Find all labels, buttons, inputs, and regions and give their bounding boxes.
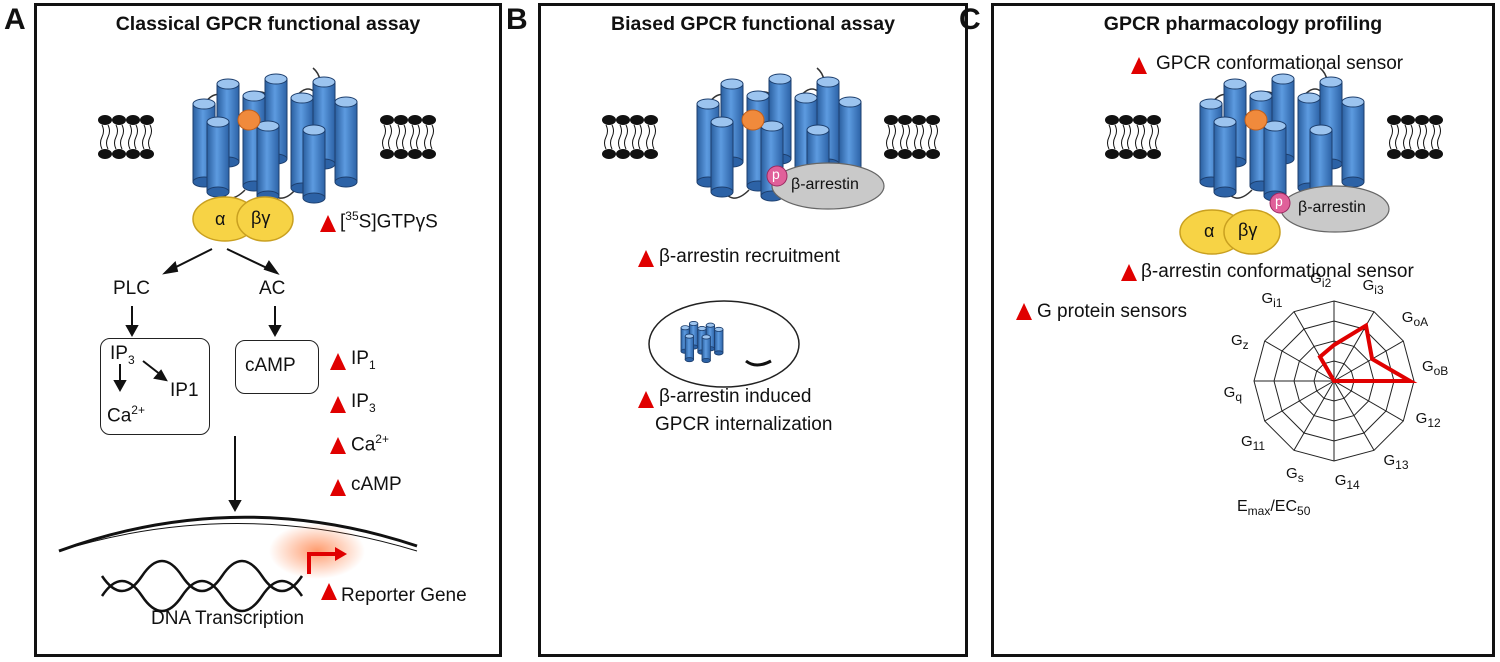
dna-transcription-graphic xyxy=(58,515,418,613)
marker-assay xyxy=(330,396,346,413)
radar-spoke xyxy=(1333,380,1404,422)
alpha-label-c: α xyxy=(1204,221,1215,241)
marker-arr-sensor xyxy=(1121,264,1137,281)
marker-assay xyxy=(330,479,346,496)
ca-label: Ca2+ xyxy=(107,403,145,427)
panel-c-title: GPCR pharmacology profiling xyxy=(1103,13,1383,35)
marker-g-sensors xyxy=(1016,303,1032,320)
radar-axis-label: GoB xyxy=(1421,357,1449,378)
gpcr-receptor-a xyxy=(98,67,436,204)
plc-label: PLC xyxy=(113,278,150,299)
radar-spoke xyxy=(1264,340,1335,382)
p-label-c: p xyxy=(1275,193,1283,209)
dna-label: DNA Transcription xyxy=(151,608,305,629)
panel-b-letter: B xyxy=(506,3,528,36)
radar-spoke xyxy=(1333,380,1375,451)
lipid-membrane xyxy=(602,115,940,159)
radar-axis-label: Gi3 xyxy=(1362,276,1384,297)
assay-label: cAMP xyxy=(351,474,402,495)
betagamma-label-c: βγ xyxy=(1238,220,1258,240)
lipid-membrane xyxy=(98,115,436,159)
g-sensors-label: G protein sensors xyxy=(1037,301,1187,322)
assay-label: Ca2+ xyxy=(351,432,389,456)
ip1-label: IP1 xyxy=(170,380,199,401)
panel-c-letter: C xyxy=(959,3,981,36)
radar-axis-label: Gi2 xyxy=(1310,269,1332,290)
radar-axis-label: Gz xyxy=(1230,331,1249,352)
radar-axis-label: Gq xyxy=(1223,384,1243,405)
radar-axis-label: Gs xyxy=(1286,465,1304,486)
marker-assay xyxy=(330,353,346,370)
camp-box xyxy=(235,340,319,394)
g-protein-a xyxy=(192,196,294,242)
arrestin-b xyxy=(766,162,885,210)
marker-gtp xyxy=(320,215,336,232)
intern-label-2: GPCR internalization xyxy=(655,414,833,435)
ip3-label: IP3 xyxy=(110,343,135,367)
ac-label: AC xyxy=(259,278,286,299)
marker-reporter xyxy=(321,583,337,600)
emax-ec50-label: Emax/EC50 xyxy=(1237,498,1311,519)
betagamma-label: βγ xyxy=(251,208,271,228)
panel-c-graphics xyxy=(1105,67,1443,462)
panel-a-graphics xyxy=(58,67,436,613)
radar-axis-label: G14 xyxy=(1334,472,1360,493)
radar-series xyxy=(1317,322,1418,383)
radar-spoke xyxy=(1293,380,1335,451)
marker-assay xyxy=(330,437,346,454)
marker-recruit xyxy=(638,250,654,267)
radar-axis-label: Gi1 xyxy=(1261,290,1283,311)
ip3-box xyxy=(100,338,210,435)
arrestin-c xyxy=(1269,185,1390,233)
radar-axis-label: G11 xyxy=(1240,433,1266,454)
marker-intern xyxy=(638,391,654,408)
gpcr-receptor-c xyxy=(1105,67,1443,204)
camp-label: cAMP xyxy=(245,355,296,376)
conf-sensor-label: GPCR conformational sensor xyxy=(1156,53,1404,74)
internalization-vesicle xyxy=(648,300,800,388)
alpha-label: α xyxy=(215,209,226,229)
reporter-label: Reporter Gene xyxy=(341,585,467,606)
arrestin-label-b: β-arrestin xyxy=(791,176,859,193)
assay-label: IP3 xyxy=(351,391,376,415)
radar-axis-label: G13 xyxy=(1383,451,1409,472)
panel-a: Classical GPCR functional assay xyxy=(4,3,502,657)
g-protein-c xyxy=(1179,209,1281,255)
g-protein-radar-chart xyxy=(1253,300,1418,462)
lipid-membrane xyxy=(1105,115,1443,159)
arrestin-label-c: β-arrestin xyxy=(1298,199,1366,216)
assay-label: IP1 xyxy=(351,348,376,372)
recruit-label: β-arrestin recruitment xyxy=(659,246,840,267)
panel-a-title: Classical GPCR functional assay xyxy=(115,13,421,35)
panel-b: Biased GPCR functional assay B p β-arres… xyxy=(506,3,968,657)
radar-axis-label: G12 xyxy=(1415,410,1441,431)
radar-axis-label: GoA xyxy=(1401,308,1429,329)
panel-b-title: Biased GPCR functional assay xyxy=(611,13,895,35)
gtp-label: [35S]GTPγS xyxy=(340,209,438,233)
p-label-b: p xyxy=(772,166,780,182)
radar-spoke xyxy=(1264,380,1335,422)
arr-sensor-label: β-arrestin conformational sensor xyxy=(1141,261,1414,282)
signal-arrows-a xyxy=(113,248,282,513)
panel-a-letter: A xyxy=(4,3,26,36)
intern-label-1: β-arrestin induced xyxy=(659,386,812,407)
radar-spoke xyxy=(1333,340,1404,382)
panel-c: GPCR pharmacology profiling C GPCR confo… xyxy=(959,3,1495,657)
marker-conf-sensor xyxy=(1131,57,1147,74)
panel-b-graphics xyxy=(602,67,940,388)
